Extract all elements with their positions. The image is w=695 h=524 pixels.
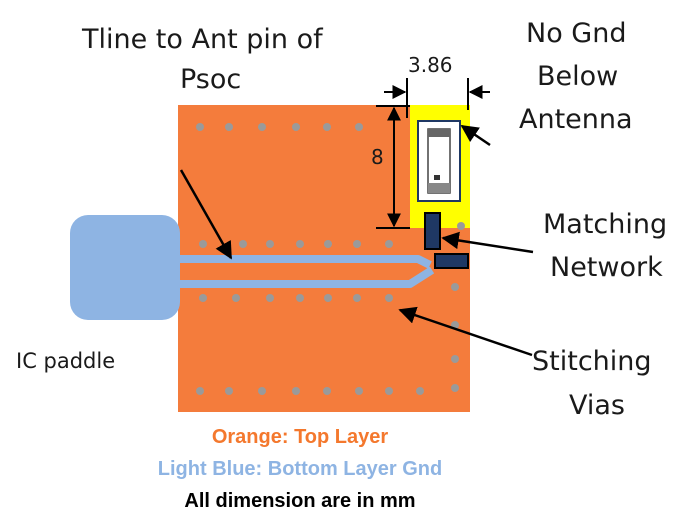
via bbox=[385, 294, 393, 302]
chip-antenna bbox=[417, 120, 461, 202]
width-dimension bbox=[384, 78, 490, 118]
via bbox=[457, 222, 465, 230]
stitching-label-line2: Vias bbox=[569, 390, 625, 421]
via bbox=[258, 123, 266, 131]
via bbox=[292, 387, 300, 395]
ic-paddle-label: IC paddle bbox=[16, 349, 116, 373]
matching-callout-arrow bbox=[441, 231, 534, 254]
stitching-callout-arrow bbox=[398, 306, 533, 357]
via bbox=[451, 355, 459, 363]
via bbox=[199, 294, 207, 302]
matching-component-horizontal bbox=[434, 253, 469, 269]
via bbox=[232, 294, 240, 302]
tline-label-line1: Tline to Ant pin of bbox=[82, 24, 323, 55]
via bbox=[225, 123, 233, 131]
via bbox=[258, 387, 266, 395]
matching-label-line2: Network bbox=[550, 252, 663, 283]
via bbox=[385, 387, 393, 395]
via bbox=[353, 294, 361, 302]
stitching-label-line1: Stitching bbox=[532, 346, 652, 377]
via bbox=[451, 384, 459, 392]
via bbox=[323, 123, 331, 131]
via bbox=[296, 294, 304, 302]
legend-note: All dimension are in mm bbox=[184, 490, 416, 512]
via bbox=[323, 387, 331, 395]
legend-orange: Orange: Top Layer bbox=[211, 426, 389, 448]
tline-trace bbox=[178, 255, 435, 288]
height-dimension bbox=[376, 105, 410, 229]
via bbox=[353, 240, 361, 248]
via bbox=[385, 240, 393, 248]
via bbox=[451, 283, 459, 291]
width-dimension-value: 3.86 bbox=[408, 53, 453, 77]
tline-callout-arrow bbox=[179, 169, 233, 260]
ic-paddle bbox=[70, 215, 180, 320]
nognd-label-line1: No Gnd bbox=[526, 18, 627, 49]
via bbox=[416, 387, 424, 395]
via bbox=[199, 240, 207, 248]
nognd-label-line3: Antenna bbox=[519, 104, 633, 135]
via bbox=[196, 387, 204, 395]
via bbox=[196, 123, 204, 131]
tline-label-line2: Psoc bbox=[180, 64, 242, 95]
via bbox=[296, 240, 304, 248]
stitching-vias bbox=[196, 123, 465, 395]
via bbox=[239, 240, 247, 248]
legend-blue: Light Blue: Bottom Layer Gnd bbox=[157, 458, 443, 480]
via bbox=[324, 294, 332, 302]
via bbox=[266, 240, 274, 248]
via bbox=[324, 240, 332, 248]
via bbox=[225, 387, 233, 395]
via bbox=[355, 123, 363, 131]
nognd-callout-arrow bbox=[460, 124, 491, 147]
matching-component-vertical bbox=[424, 212, 441, 250]
via bbox=[266, 294, 274, 302]
nognd-label-line2: Below bbox=[537, 61, 619, 92]
via bbox=[292, 123, 300, 131]
matching-label-line1: Matching bbox=[543, 209, 668, 240]
via bbox=[355, 387, 363, 395]
height-dimension-value: 8 bbox=[371, 145, 384, 169]
